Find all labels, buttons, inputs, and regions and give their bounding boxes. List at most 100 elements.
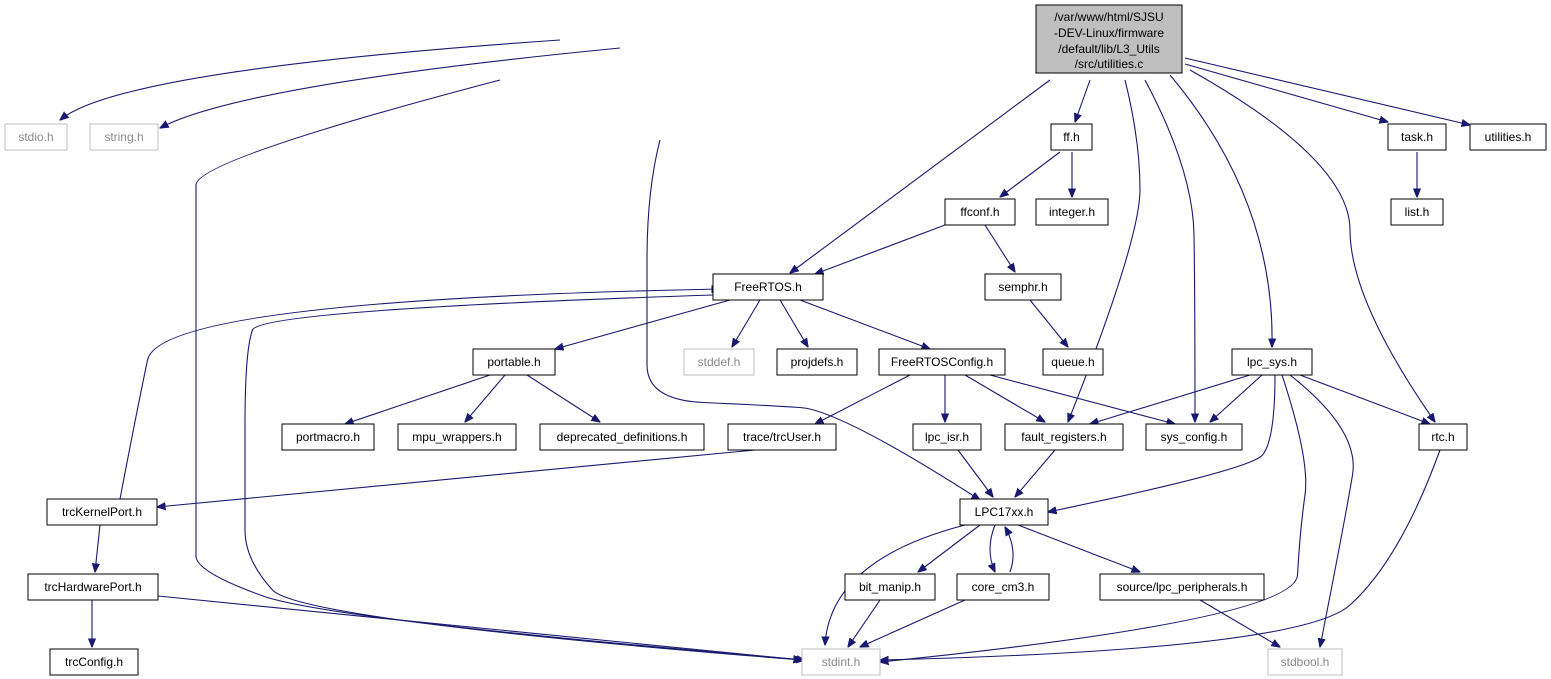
node-box-trcuser — [727, 423, 837, 451]
edge-root-to-rtc — [1189, 69, 1435, 422]
edge-freertos-to-stddef — [732, 299, 761, 347]
node-portable[interactable]: portable.h — [472, 348, 556, 376]
node-label-semphr: semphr.h — [998, 280, 1047, 294]
node-label-string: string.h — [104, 130, 143, 144]
edge-freertos-to-projdefs — [779, 299, 808, 347]
edge-trcuser-to-trckernel — [157, 449, 756, 507]
edge-lpc17xx-to-corecm3 — [990, 524, 995, 572]
node-box-lpcsys — [1231, 348, 1313, 376]
node-sysconfig[interactable]: sys_config.h — [1145, 423, 1243, 451]
node-lpcsys[interactable]: lpc_sys.h — [1231, 348, 1313, 376]
node-trchw[interactable]: trcHardwarePort.h — [27, 573, 159, 601]
edge-ffconf-to-freertos — [815, 224, 946, 274]
edge-root-to-utilities — [1184, 57, 1470, 125]
node-box-mpuwrap — [397, 423, 517, 451]
edge-lpcsys-to-faultreg — [1090, 374, 1251, 424]
node-label-portable: portable.h — [487, 355, 540, 369]
node-label-queue: queue.h — [1051, 355, 1094, 369]
node-ff[interactable]: ff.h — [1050, 123, 1093, 151]
node-box-lpc17xx — [959, 498, 1049, 526]
node-box-sysconfig — [1145, 423, 1243, 451]
edge-trchw-to-stdint — [157, 595, 802, 660]
node-box-integer — [1035, 198, 1109, 226]
node-freertos[interactable]: FreeRTOS.h — [712, 273, 824, 301]
node-semphr[interactable]: semphr.h — [984, 273, 1062, 301]
node-box-semphr — [984, 273, 1062, 301]
node-stdio[interactable]: stdio.h — [4, 123, 68, 151]
node-label-lpc17xx: LPC17xx.h — [975, 505, 1034, 519]
edge-lpcisr-to-lpc17xx — [957, 449, 993, 497]
node-frconfig[interactable]: FreeRTOSConfig.h — [878, 348, 1006, 376]
node-box-rtc — [1418, 423, 1468, 451]
node-rtc[interactable]: rtc.h — [1418, 423, 1468, 451]
node-projdefs[interactable]: projdefs.h — [776, 348, 858, 376]
node-label-ff: ff.h — [1063, 130, 1079, 144]
edge-frconfig-to-sysconfig — [989, 374, 1175, 424]
node-queue[interactable]: queue.h — [1042, 348, 1104, 376]
edge-root-to-faultreg — [1068, 79, 1141, 422]
edge-ffconf-to-semphr — [984, 224, 1015, 272]
node-utilities[interactable]: utilities.h — [1469, 123, 1547, 151]
node-box-bitmanip — [844, 573, 936, 601]
node-box-stdio — [4, 123, 68, 151]
node-integer[interactable]: integer.h — [1035, 198, 1109, 226]
node-trckernel[interactable]: trcKernelPort.h — [46, 498, 158, 526]
node-label-trckernel: trcKernelPort.h — [62, 505, 142, 519]
edge-root-to-string — [160, 47, 621, 128]
node-label-stdint: stdint.h — [822, 655, 861, 669]
edge-lpcsys-to-lpc17xx — [1048, 374, 1276, 512]
edge-corecm3-to-stdint — [860, 599, 966, 647]
node-box-queue — [1042, 348, 1104, 376]
node-box-trcconfig — [49, 648, 139, 676]
node-stdbool[interactable]: stdbool.h — [1267, 648, 1343, 676]
node-portmacro[interactable]: portmacro.h — [281, 423, 375, 451]
edge-rtc-to-stdint — [880, 449, 1441, 660]
edge-root-to-freertos — [790, 79, 1051, 273]
edge-lpc17xx-to-bitmanip — [918, 524, 981, 572]
node-bitmanip[interactable]: bit_manip.h — [844, 573, 936, 601]
node-box-projdefs — [776, 348, 858, 376]
node-label-stdio: stdio.h — [18, 130, 53, 144]
node-box-frconfig — [878, 348, 1006, 376]
node-label-task: task.h — [1401, 130, 1433, 144]
node-label-faultreg: fault_registers.h — [1021, 430, 1106, 444]
node-string[interactable]: string.h — [89, 123, 159, 151]
node-label-frconfig: FreeRTOSConfig.h — [891, 355, 993, 369]
node-box-ff — [1050, 123, 1093, 151]
root-file-node[interactable]: /var/www/html/SJSU -DEV-Linux/firmware /… — [1035, 4, 1183, 74]
edge-root-to-ff — [1075, 79, 1091, 122]
node-faultreg[interactable]: fault_registers.h — [1004, 423, 1124, 451]
edge-frconfig-to-trcuser — [815, 374, 911, 424]
node-box-deprecated — [539, 423, 705, 451]
node-mpuwrap[interactable]: mpu_wrappers.h — [397, 423, 517, 451]
node-list[interactable]: list.h — [1390, 198, 1444, 226]
node-deprecated[interactable]: deprecated_definitions.h — [539, 423, 705, 451]
node-box-corecm3 — [956, 573, 1050, 601]
node-label-mpuwrap: mpu_wrappers.h — [412, 430, 501, 444]
node-label-stdbool: stdbool.h — [1281, 655, 1330, 669]
node-lpcisr[interactable]: lpc_isr.h — [912, 423, 982, 451]
edge-freertos-to-portable — [555, 299, 731, 349]
node-trcconfig[interactable]: trcConfig.h — [49, 648, 139, 676]
node-ffconf[interactable]: ffconf.h — [944, 198, 1016, 226]
node-label-utilities: utilities.h — [1485, 130, 1532, 144]
node-lpc17xx[interactable]: LPC17xx.h — [959, 498, 1049, 526]
edge-lpc17xx-to-stdint — [825, 524, 966, 645]
node-stddef[interactable]: stddef.h — [683, 348, 755, 376]
node-label-sysconfig: sys_config.h — [1161, 430, 1228, 444]
edge-lpcsys-to-stdint — [880, 374, 1307, 662]
edge-ff-to-ffconf — [1000, 151, 1061, 197]
node-label-lpcisr: lpc_isr.h — [925, 430, 969, 444]
node-label-stddef: stddef.h — [698, 355, 741, 369]
node-label-trcuser: trace/trcUser.h — [743, 430, 821, 444]
node-trcuser[interactable]: trace/trcUser.h — [727, 423, 837, 451]
node-stdint[interactable]: stdint.h — [801, 648, 881, 676]
node-task[interactable]: task.h — [1387, 123, 1447, 151]
node-lpcperiph[interactable]: source/lpc_peripherals.h — [1099, 573, 1265, 601]
file-nodes: /var/www/html/SJSU -DEV-Linux/firmware /… — [4, 4, 1547, 676]
node-label-list: list.h — [1405, 205, 1430, 219]
node-box-task — [1387, 123, 1447, 151]
root-path-line-2: -DEV-Linux/firmware — [1054, 26, 1164, 40]
node-box-faultreg — [1004, 423, 1124, 451]
node-corecm3[interactable]: core_cm3.h — [956, 573, 1050, 601]
